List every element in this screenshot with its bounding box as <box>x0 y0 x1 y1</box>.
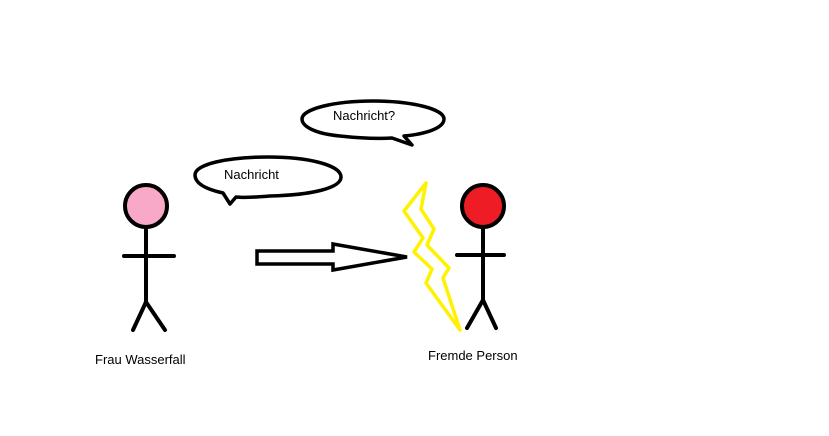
person-1-left-leg <box>131 300 148 332</box>
speech-bubble-2-text: Nachricht? <box>333 108 395 123</box>
person-2-label: Fremde Person <box>428 348 518 363</box>
person-fremde-person: Fremde Person <box>428 183 518 363</box>
speech-bubble-2: Nachricht? <box>300 99 446 147</box>
person-frau-wasserfall: Frau Wasserfall <box>95 183 186 367</box>
speech-bubble-2-shape <box>300 99 446 147</box>
person-1-right-leg <box>144 300 167 332</box>
lightning-bolt <box>402 181 462 332</box>
person-2-right-leg <box>481 298 498 330</box>
speech-bubble-1-text: Nachricht <box>224 167 279 182</box>
arrow <box>255 241 408 273</box>
speech-bubble-1: Nachricht <box>193 155 343 206</box>
person-1-head <box>123 183 169 229</box>
person-1-label: Frau Wasserfall <box>95 352 186 367</box>
person-2-head <box>460 183 506 229</box>
person-2-left-leg <box>465 298 485 330</box>
speech-bubble-1-shape <box>193 155 343 206</box>
